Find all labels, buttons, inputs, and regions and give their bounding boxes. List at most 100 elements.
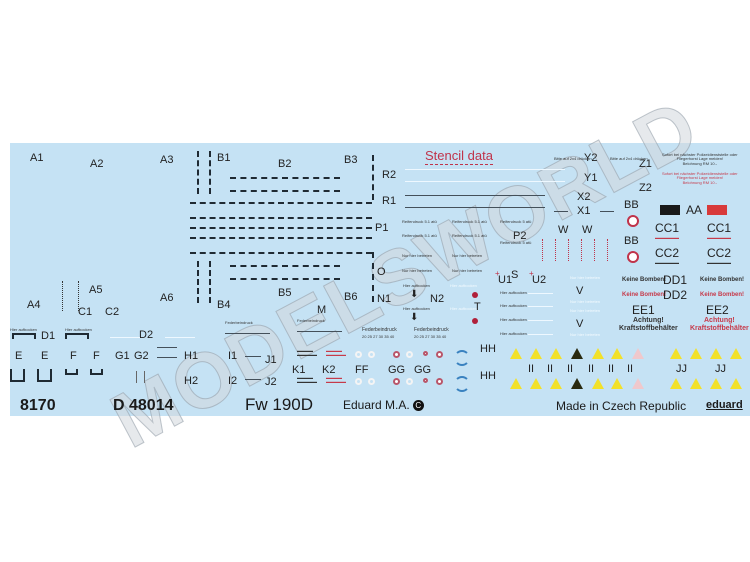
label-a6: A6: [160, 292, 174, 304]
label-n1: N1: [377, 293, 392, 305]
label-k1: K1: [292, 364, 306, 376]
n1-arrow-1: ⬇: [410, 289, 419, 300]
w-strip-3: [568, 239, 569, 261]
label-d1: D1: [41, 330, 56, 342]
w-strip-1: [542, 239, 543, 261]
label-ff: FF: [355, 364, 369, 376]
j2-line: [245, 379, 261, 380]
label-gg-2: GG: [414, 364, 432, 376]
label-j2: J2: [265, 376, 277, 388]
dash-row-1: [190, 202, 372, 204]
hier-aufbocken-1: Hier aufbocken: [10, 327, 37, 332]
label-e-2: E: [41, 350, 49, 362]
d1-bracket-right: [65, 333, 89, 339]
reifendruck-6: Reifendruck 5 atü: [500, 240, 532, 245]
n1-hier-1: Hier aufbocken: [403, 283, 430, 288]
warning-triangle-4: [571, 348, 583, 359]
f-bracket-1: [65, 369, 78, 375]
label-ee2: EE2: [706, 303, 729, 317]
w-strip-5: [594, 239, 595, 261]
n1-arrow-2: ⬇: [410, 312, 419, 323]
ff-circle-2: [368, 351, 375, 358]
b4-scale-line: [225, 333, 270, 334]
cc2-text-2: ▬▬▬▬▬▬: [707, 260, 731, 265]
m-scale-text: Federbeindruck: [297, 318, 325, 323]
bb-roundel-2: [627, 251, 639, 263]
label-s: S: [511, 269, 519, 281]
warning-triangle-13: [611, 378, 623, 389]
d2-white-2: [165, 337, 195, 338]
c2-strip: [78, 281, 79, 311]
u1-hier-4: Hier aufbocken: [500, 331, 527, 336]
keine-bomben-3: Keine Bomben!: [622, 292, 667, 298]
keine-bomben-1: Keine Bomben!: [622, 277, 667, 283]
r1-line-1: [405, 195, 545, 196]
jj-triangle-6: [690, 378, 702, 389]
label-y1: Y1: [584, 172, 598, 184]
made-in: Made in Czech Republic: [556, 399, 687, 413]
label-ii-6: II: [627, 363, 634, 375]
label-c1: C1: [78, 306, 93, 318]
label-b5: B5: [278, 287, 292, 299]
z2-belohnung: Belohnung RM 10.-: [682, 179, 718, 185]
u1-hier-1: Hier aufbocken: [500, 290, 527, 295]
label-hh-2: HH: [480, 370, 496, 382]
u2-line-4: [528, 334, 553, 335]
hier-aufbocken-2: Hier aufbocken: [65, 327, 92, 332]
gg-circle-7: [423, 378, 428, 383]
federbeindruck-1-values: 20 25 27 30 35 40: [362, 334, 395, 339]
reifendruck-1: Reifendruck 5.1 atü: [402, 219, 437, 224]
n2-hier-2: Hier aufbocken: [450, 306, 477, 311]
label-h1: H1: [184, 350, 199, 362]
label-i2: I2: [228, 375, 238, 387]
label-g1: G1: [115, 350, 130, 362]
r2-line-2: [405, 181, 565, 182]
dash-row-5: [190, 252, 372, 254]
m-scale-title: Federbeindruck: [297, 318, 325, 323]
label-f-1: F: [70, 350, 77, 362]
label-j1: J1: [265, 354, 277, 366]
reifendruck-3: Reifendruck 5 atü: [500, 219, 532, 224]
jj-triangle-3: [710, 348, 722, 359]
dash-b6: [372, 252, 374, 302]
warning-triangle-12: [592, 378, 604, 389]
ff-circle-4: [368, 378, 375, 385]
h1-line-1: [157, 347, 177, 348]
label-ii-5: II: [608, 363, 615, 375]
label-c2: C2: [105, 306, 120, 318]
copyright-icon: C: [412, 400, 424, 411]
warning-triangle-8: [510, 378, 522, 389]
label-ii-4: II: [588, 363, 595, 375]
z2-sofort: Sofort bei nächster Polizeidienststelle …: [662, 171, 738, 176]
dash-b5-1: [230, 265, 340, 267]
nur-hier-2: Nur hier betreten: [452, 253, 483, 258]
label-jj-2: JJ: [715, 363, 726, 375]
label-o: O: [377, 266, 386, 278]
label-n2: N2: [430, 293, 445, 305]
label-a3: A3: [160, 154, 174, 166]
label-b3: B3: [344, 154, 358, 166]
label-aa: AA: [686, 203, 703, 217]
label-z1: Z1: [639, 158, 652, 170]
label-h2: H2: [184, 375, 199, 387]
publisher: Eduard M.A.C: [343, 398, 424, 412]
warning-triangle-2: [530, 348, 542, 359]
label-b4: B4: [217, 299, 231, 311]
jj-triangle-1: [670, 348, 682, 359]
z1-text: Sofort bei nächster Polizeidienststelle …: [662, 152, 738, 166]
bb-roundel-1: [627, 215, 639, 227]
label-w-1: W: [558, 224, 569, 236]
label-z2: Z2: [639, 182, 652, 194]
label-bb-2: BB: [624, 235, 639, 247]
gg-circle-5: [393, 378, 400, 385]
z1-sofort: Sofort bei nächster Polizeidienststelle …: [662, 152, 738, 157]
label-b1: B1: [217, 152, 231, 164]
label-cc2-2: CC2: [707, 246, 732, 260]
ee1-text: Achtung! Kraftstoffbehälter: [619, 317, 678, 332]
reifendruck-5: Reifendruck 5.1 atü: [452, 233, 487, 238]
k1-text-2: ▬▬▬▬▬▬▬▬▬: [297, 375, 317, 385]
label-r2: R2: [382, 169, 397, 181]
label-ii-1: II: [528, 363, 535, 375]
g2-line-2: [144, 371, 145, 383]
b4-scale-title: Federbeindruck: [225, 320, 253, 325]
